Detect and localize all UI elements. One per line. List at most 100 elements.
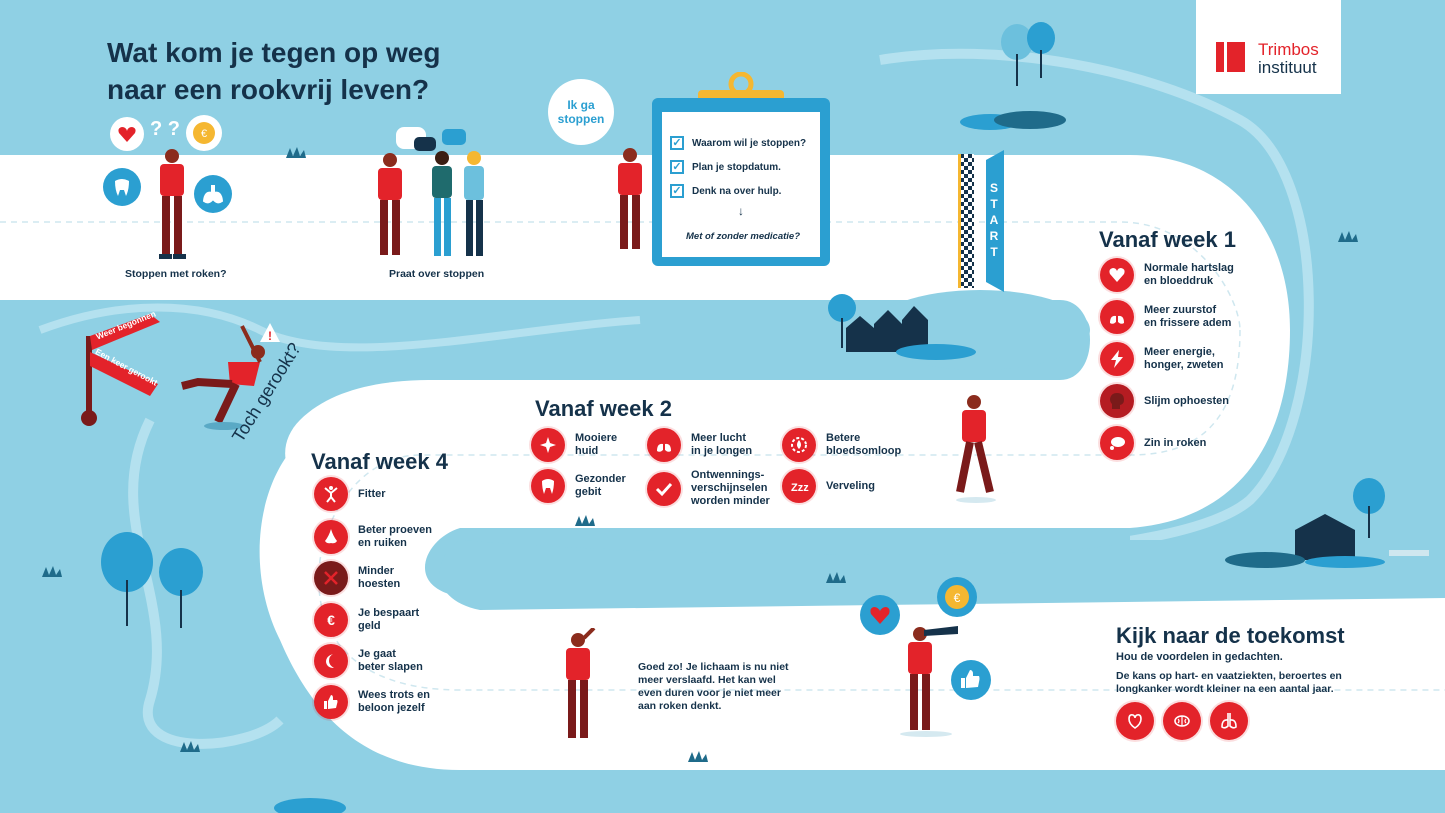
logo-line2: instituut — [1258, 58, 1317, 77]
person-thinking-figure — [159, 149, 186, 259]
sparkle-icon — [531, 428, 565, 462]
week4-item: Minder hoesten — [314, 561, 400, 595]
person-telescope-figure — [900, 626, 958, 737]
person-walking-figure — [956, 395, 996, 503]
week2-item: Gezonder gebit — [531, 469, 626, 503]
week1-item: Meer energie, honger, zweten — [1100, 342, 1223, 376]
checklist-note: Met of zonder medicatie? — [686, 231, 801, 242]
trimbos-logo[interactable]: Trimbos instituut — [1196, 0, 1341, 94]
week2-item-label: Mooiere huid — [575, 432, 618, 457]
logo-mark-icon-2 — [1227, 42, 1245, 72]
week1-item: Slijm ophoesten — [1100, 384, 1229, 418]
checklist-item[interactable]: ✓ Plan je stopdatum. — [670, 160, 781, 174]
page-title: Wat kom je tegen op weg naar een rookvri… — [107, 37, 441, 105]
week4-item-label: Minder hoesten — [358, 565, 401, 590]
week1-item: Normale hartslag en bloeddruk — [1100, 258, 1234, 292]
lightning-icon — [1100, 342, 1134, 376]
houses-icon — [828, 294, 976, 360]
tooth-icon — [103, 168, 141, 211]
week1-item: Meer zuurstof en frissere adem — [1100, 300, 1231, 334]
week1-title: Vanaf week 1 — [1099, 227, 1236, 252]
week2-item-label: Ontwennings- verschijnselen worden minde… — [691, 469, 770, 507]
coin-bubble-icon: € — [937, 577, 977, 622]
person-stumbling-figure — [181, 325, 265, 430]
heart-icon — [1100, 258, 1134, 292]
future-subtitle: Hou de voordelen in gedachten. — [1116, 651, 1283, 663]
future-icons — [1116, 702, 1248, 740]
week1-item-label: Meer zuurstof en frissere adem — [1144, 304, 1232, 329]
head-cough-icon — [1100, 384, 1134, 418]
trees-left-icon — [101, 532, 203, 628]
svg-text:€: € — [954, 591, 961, 605]
future-body: De kans op hart- en vaatziekten, beroert… — [1116, 670, 1342, 695]
arrow-down-icon: ↓ — [738, 204, 744, 218]
week4-item: Je gaat beter slapen — [314, 644, 423, 678]
week2-item-label: Betere bloedsomloop — [826, 432, 902, 457]
coin-thought-icon: € — [186, 115, 222, 156]
scene1-caption: Stoppen met roken? — [125, 268, 227, 280]
future-title: Kijk naar de toekomst — [1116, 623, 1345, 648]
ik-ga-stoppen-bubble: Ik ga stoppen — [548, 79, 614, 145]
stop-checklist-clipboard: ✓ Waarom wil je stoppen? ✓ Plan je stopdat… — [652, 98, 830, 266]
week4-item: Fitter — [314, 477, 386, 511]
heart-organ-icon — [1116, 702, 1154, 740]
week1-item-label: Slijm ophoesten — [1144, 394, 1229, 407]
lungs-icon — [1100, 300, 1134, 334]
bushes-icon — [960, 111, 1066, 130]
week2-item-label: Meer lucht in je longen — [691, 432, 753, 457]
thumbs-up-bubble-icon — [951, 660, 991, 705]
question-mark-icon: ? ? — [150, 118, 180, 140]
svg-text:€: € — [201, 128, 207, 140]
week4-item-label: Beter proeven en ruiken — [358, 524, 432, 549]
week2-item: Mooiere huid — [531, 428, 617, 462]
week2-item: Betere bloedsomloop — [782, 428, 901, 462]
moon-icon — [314, 644, 348, 678]
week1-item: Zin in roken — [1100, 426, 1206, 460]
speech-text: Ik ga stoppen — [557, 98, 605, 126]
no-cough-icon — [314, 561, 348, 595]
start-gate-icon — [958, 150, 1004, 292]
checkbox-checked-icon: ✓ — [670, 136, 684, 150]
farmhouse-icon — [1225, 478, 1429, 568]
speech-bubble-icon — [396, 127, 470, 158]
week4-item: Wees trots en beloon jezelf — [314, 685, 430, 719]
checklist-item[interactable]: ✓ Waarom wil je stoppen? — [670, 136, 806, 150]
thought-bubble-icon — [1100, 426, 1134, 460]
encourage-text: Goed zo! Je lichaam is nu niet meer vers… — [638, 661, 789, 712]
checkbox-checked-icon: ✓ — [670, 160, 684, 174]
week4-item-label: Je bespaart geld — [358, 607, 420, 632]
person-proud-figure — [566, 628, 596, 738]
checklist-item-label: Denk na over hulp. — [692, 185, 782, 197]
week4-item-label: Wees trots en beloon jezelf — [358, 689, 430, 714]
week4-title: Vanaf week 4 — [311, 449, 448, 474]
euro-icon: € — [314, 603, 348, 637]
week2-item: Ontwennings- verschijnselen worden minde… — [647, 469, 770, 508]
trees-icon — [1001, 22, 1055, 86]
week4-item-label: Je gaat beter slapen — [358, 648, 423, 673]
svg-text:!: ! — [268, 329, 272, 343]
signpost-icon — [81, 314, 160, 426]
lungs-icon — [1210, 702, 1248, 740]
nose-icon — [314, 520, 348, 554]
week2-item-label: Gezonder gebit — [575, 473, 626, 498]
heartbeat-bubble-icon — [860, 595, 900, 640]
week2-item: Meer lucht in je longen — [647, 428, 752, 462]
heart-thought-icon — [110, 117, 144, 156]
week2-item: Zzz Verveling — [782, 469, 875, 503]
checklist-item-label: Waarom wil je stoppen? — [692, 137, 807, 149]
start-label: START — [989, 181, 999, 259]
svg-text:€: € — [327, 612, 335, 628]
checklist-item-label: Plan je stopdatum. — [692, 161, 781, 173]
person-deciding-figure — [618, 148, 642, 249]
week4-item: Beter proeven en ruiken — [314, 520, 432, 554]
week4-item-label: Fitter — [358, 487, 386, 500]
checkbox-checked-icon: ✓ — [670, 184, 684, 198]
week2-title: Vanaf week 2 — [535, 396, 672, 421]
week1-item-label: Zin in roken — [1144, 436, 1207, 449]
week2-item-label: Verveling — [826, 479, 875, 492]
svg-text:Zzz: Zzz — [791, 482, 809, 494]
checkmark-icon — [647, 471, 681, 506]
checklist-item[interactable]: ✓ Denk na over hulp. — [670, 184, 781, 198]
checklist-paper — [662, 112, 820, 257]
